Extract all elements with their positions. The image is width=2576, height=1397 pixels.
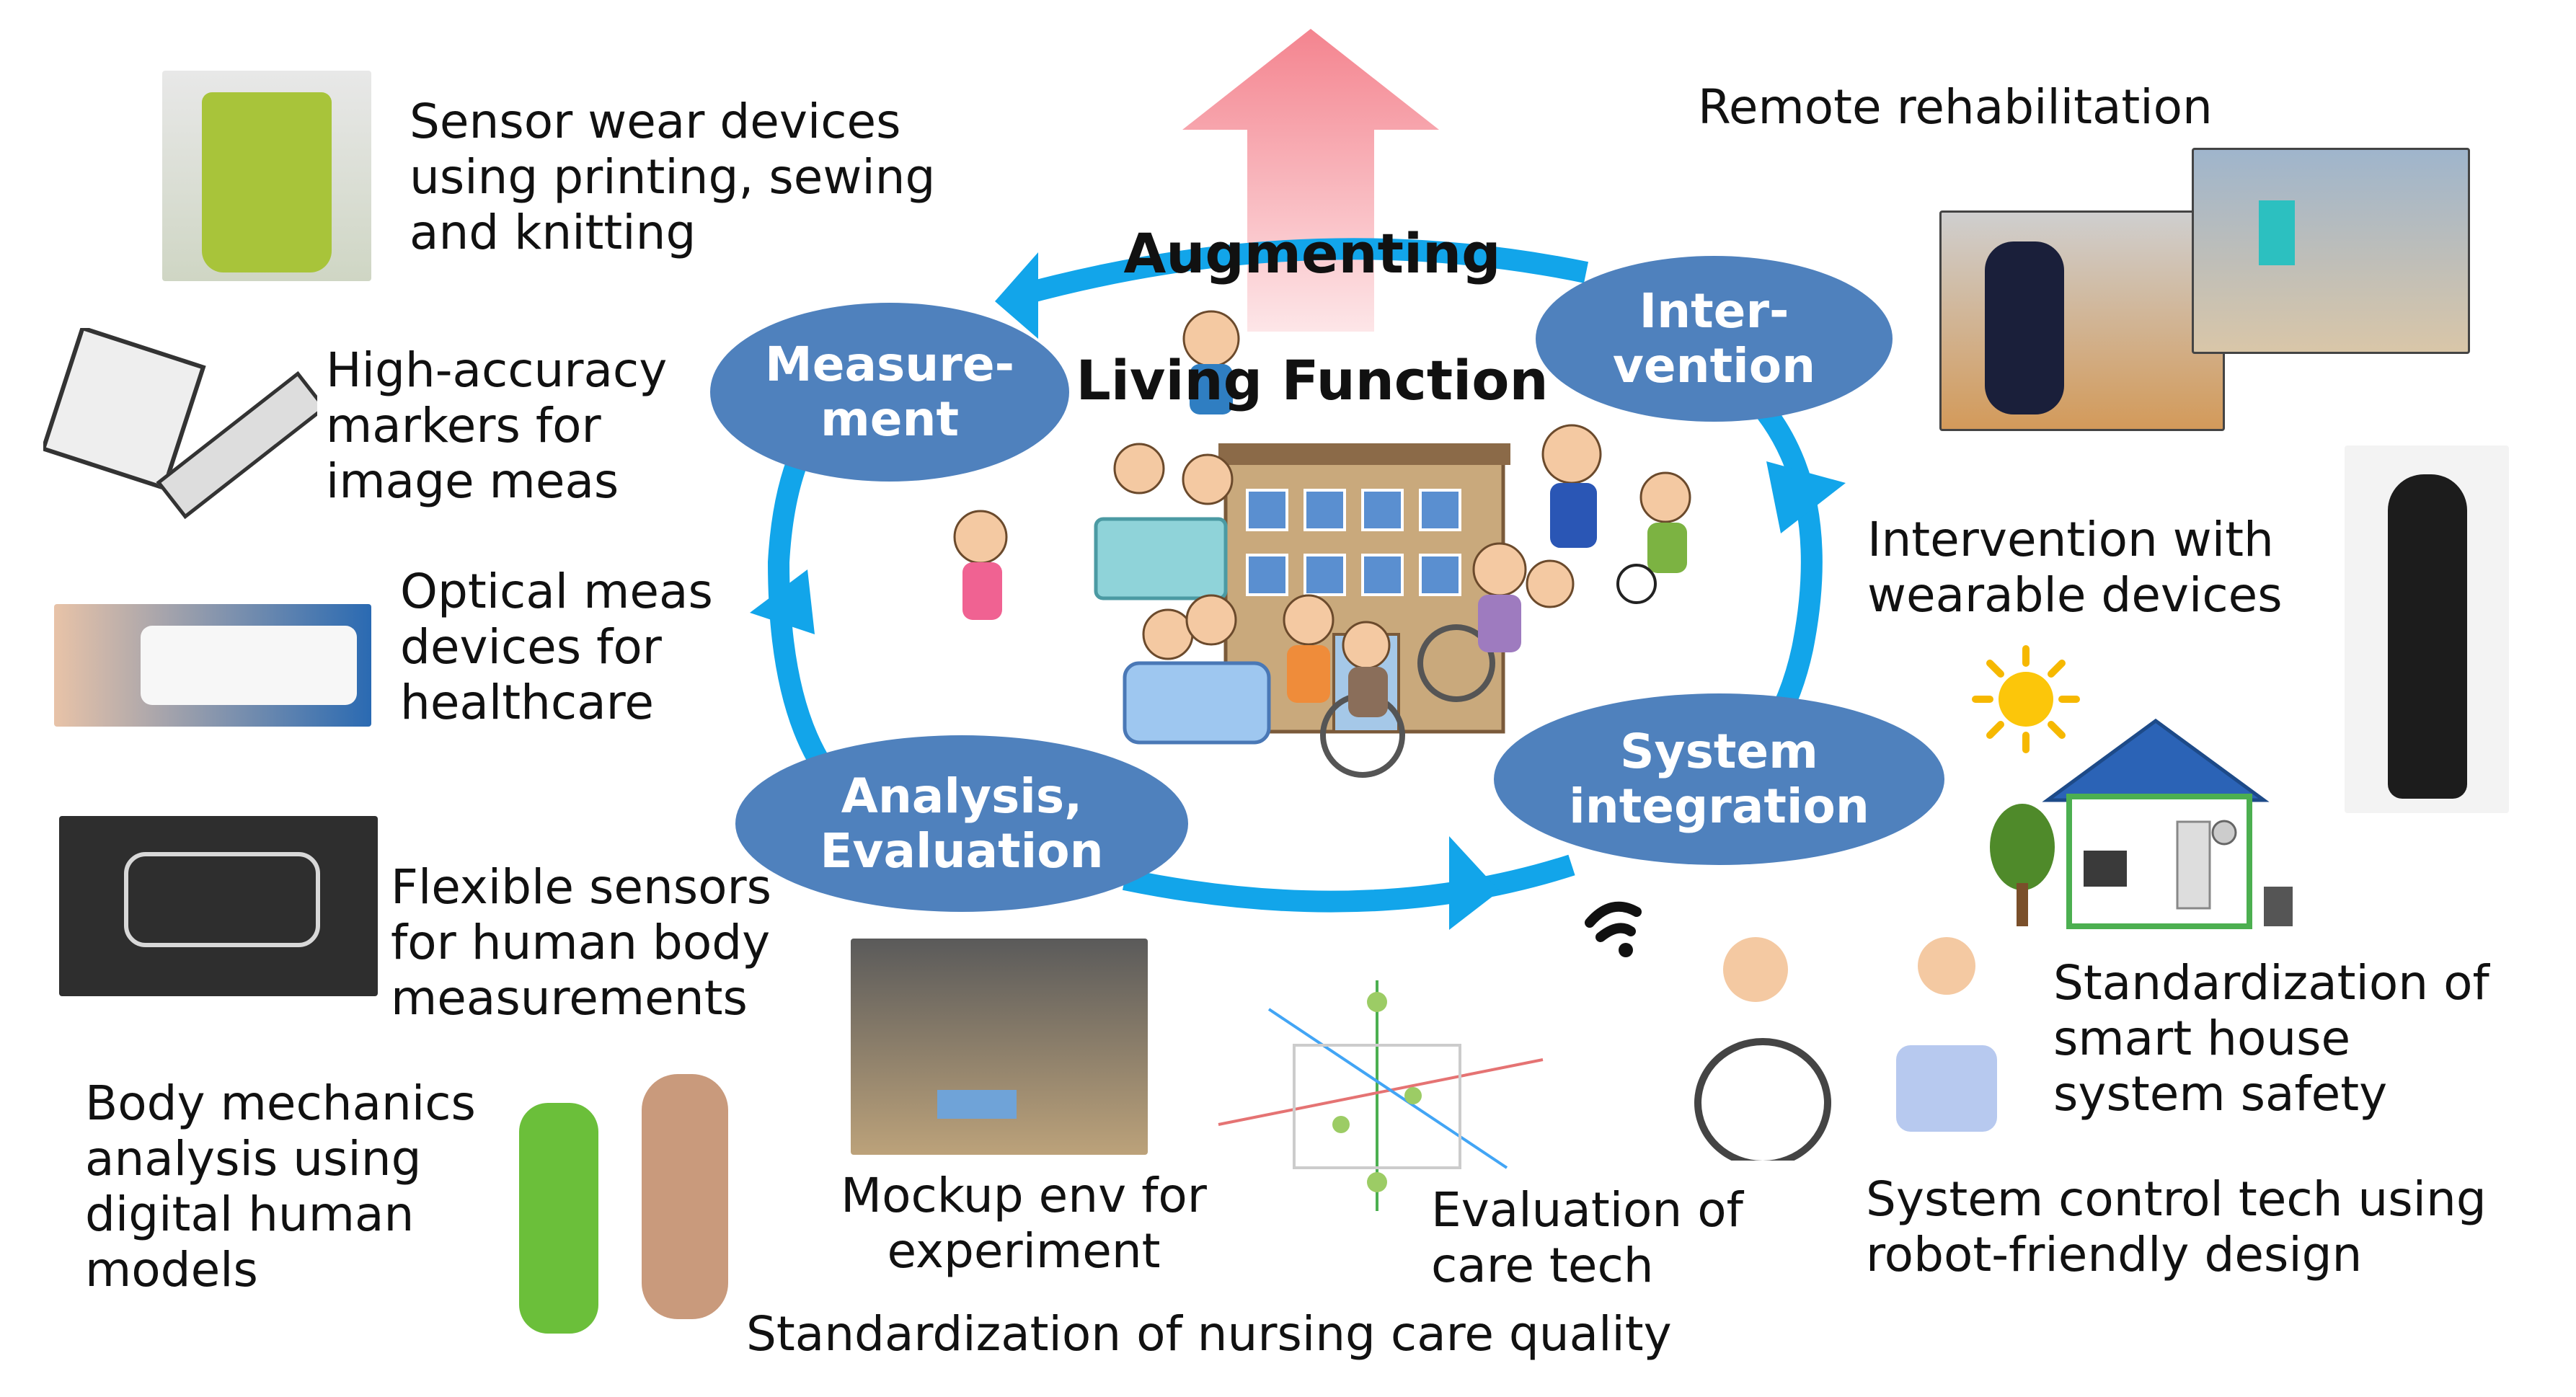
label-mockup: Mockup env for experiment <box>841 1168 1207 1279</box>
node-system-integration[interactable]: System integration <box>1494 693 1944 865</box>
goal-title: Augmenting Living Function <box>1031 159 1593 476</box>
label-wearable: Intervention with wearable devices <box>1867 512 2283 623</box>
soccer-ball-icon <box>1616 564 1657 604</box>
label-sensor-wear: Sensor wear devices using printing, sewi… <box>410 94 936 260</box>
digital-human-image <box>497 1060 743 1348</box>
node-intervention[interactable]: Inter- vention <box>1536 256 1893 422</box>
wearable-device-photo <box>2345 445 2509 813</box>
label-evaluation-care: Evaluation of care tech <box>1431 1182 1743 1293</box>
wheelchair-robot-illustration <box>1680 937 2004 1161</box>
node-analysis-evaluation[interactable]: Analysis, Evaluation <box>735 735 1188 912</box>
sun-icon <box>1972 645 2080 753</box>
node-measurement[interactable]: Measure- ment <box>710 303 1069 482</box>
cycle-arrowhead-right <box>1766 461 1846 533</box>
label-nursing-quality: Standardization of nursing care quality <box>746 1306 1672 1362</box>
cycle-arc-bottom <box>1122 854 1575 913</box>
label-remote-rehab: Remote rehabilitation <box>1698 79 2213 135</box>
goal-title-line1: Augmenting <box>1123 221 1501 285</box>
cycle-arrowhead-bottom <box>1449 836 1500 930</box>
optical-device-photo <box>54 604 371 727</box>
goal-title-line2: Living Function <box>1076 348 1549 412</box>
smart-house-illustration <box>1990 718 2293 929</box>
wifi-icon <box>1585 901 1642 957</box>
cycle-arrowhead-left <box>750 569 815 634</box>
label-smart-house: Standardization of smart house system sa… <box>2053 955 2489 1122</box>
remote-rehab-photo-front <box>1939 210 2225 431</box>
label-body-mechanics: Body mechanics analysis using digital hu… <box>85 1076 476 1298</box>
remote-rehab-photo-back <box>2192 148 2470 354</box>
mockup-env-photo <box>851 939 1148 1155</box>
sensor-wear-photo <box>162 71 371 281</box>
label-markers: High-accuracy markers for image meas <box>326 342 668 509</box>
cycle-arc-top <box>1021 238 1589 305</box>
cycle-arrowhead-top <box>995 252 1038 339</box>
label-robot-friendly: System control tech using robot-friendly… <box>1866 1171 2487 1282</box>
up-arrow-icon <box>1182 29 1439 332</box>
flexible-sensor-photo <box>59 816 378 996</box>
markers-photo <box>43 328 317 544</box>
care-evaluation-axes <box>1218 980 1544 1211</box>
label-flexible: Flexible sensors for human body measurem… <box>391 859 772 1026</box>
label-optical: Optical meas devices for healthcare <box>400 564 713 730</box>
town-illustration <box>953 310 1691 778</box>
